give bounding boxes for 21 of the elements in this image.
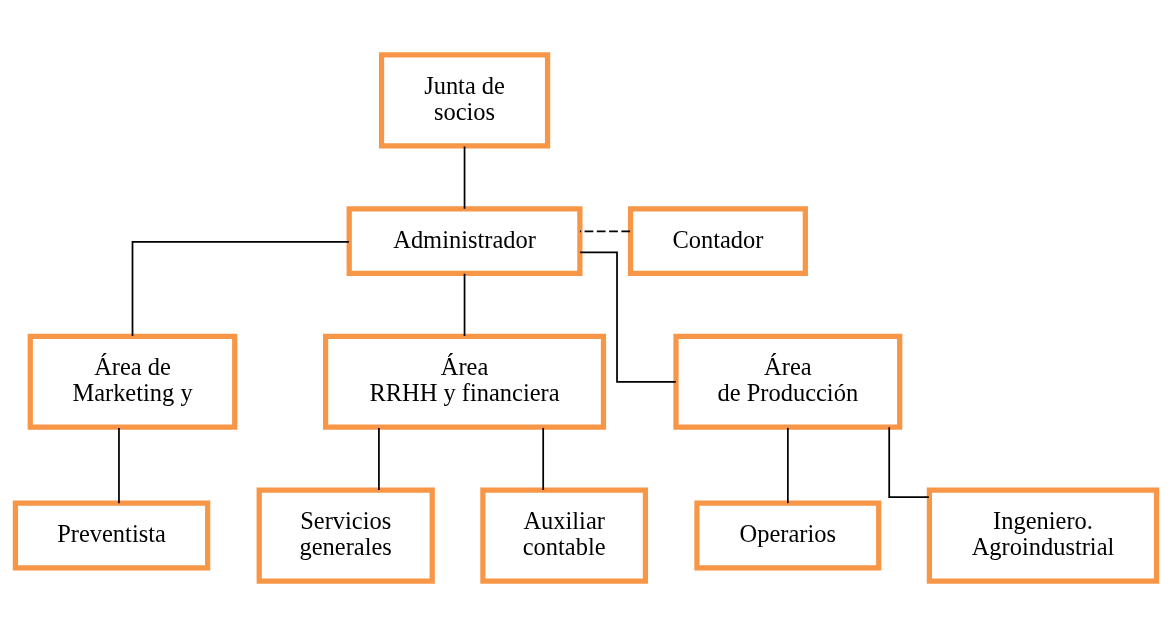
node-box: Servicios generales [256,487,435,584]
connector [463,145,466,210]
connector [118,427,120,504]
node-box: Área RRHH y financiera [323,333,607,430]
connector [579,251,677,383]
node-box: Preventista [12,500,211,571]
node-box: Operarios [694,500,882,571]
node-box: Área de Producción [673,333,903,430]
node-box: Contador [627,206,808,277]
node-box: Área de Marketing y [27,333,238,430]
node-box: Auxiliar contable [480,487,649,584]
node-box: Ingeniero. Agroindustrial [926,487,1160,584]
connector [888,426,930,498]
node-box: Junta de socios [378,52,551,149]
connector [131,241,350,337]
connector [463,272,466,337]
connector [579,230,631,233]
connector [378,427,380,491]
node-box: Administrador [346,206,583,277]
connector [542,427,545,491]
connector [786,427,789,504]
